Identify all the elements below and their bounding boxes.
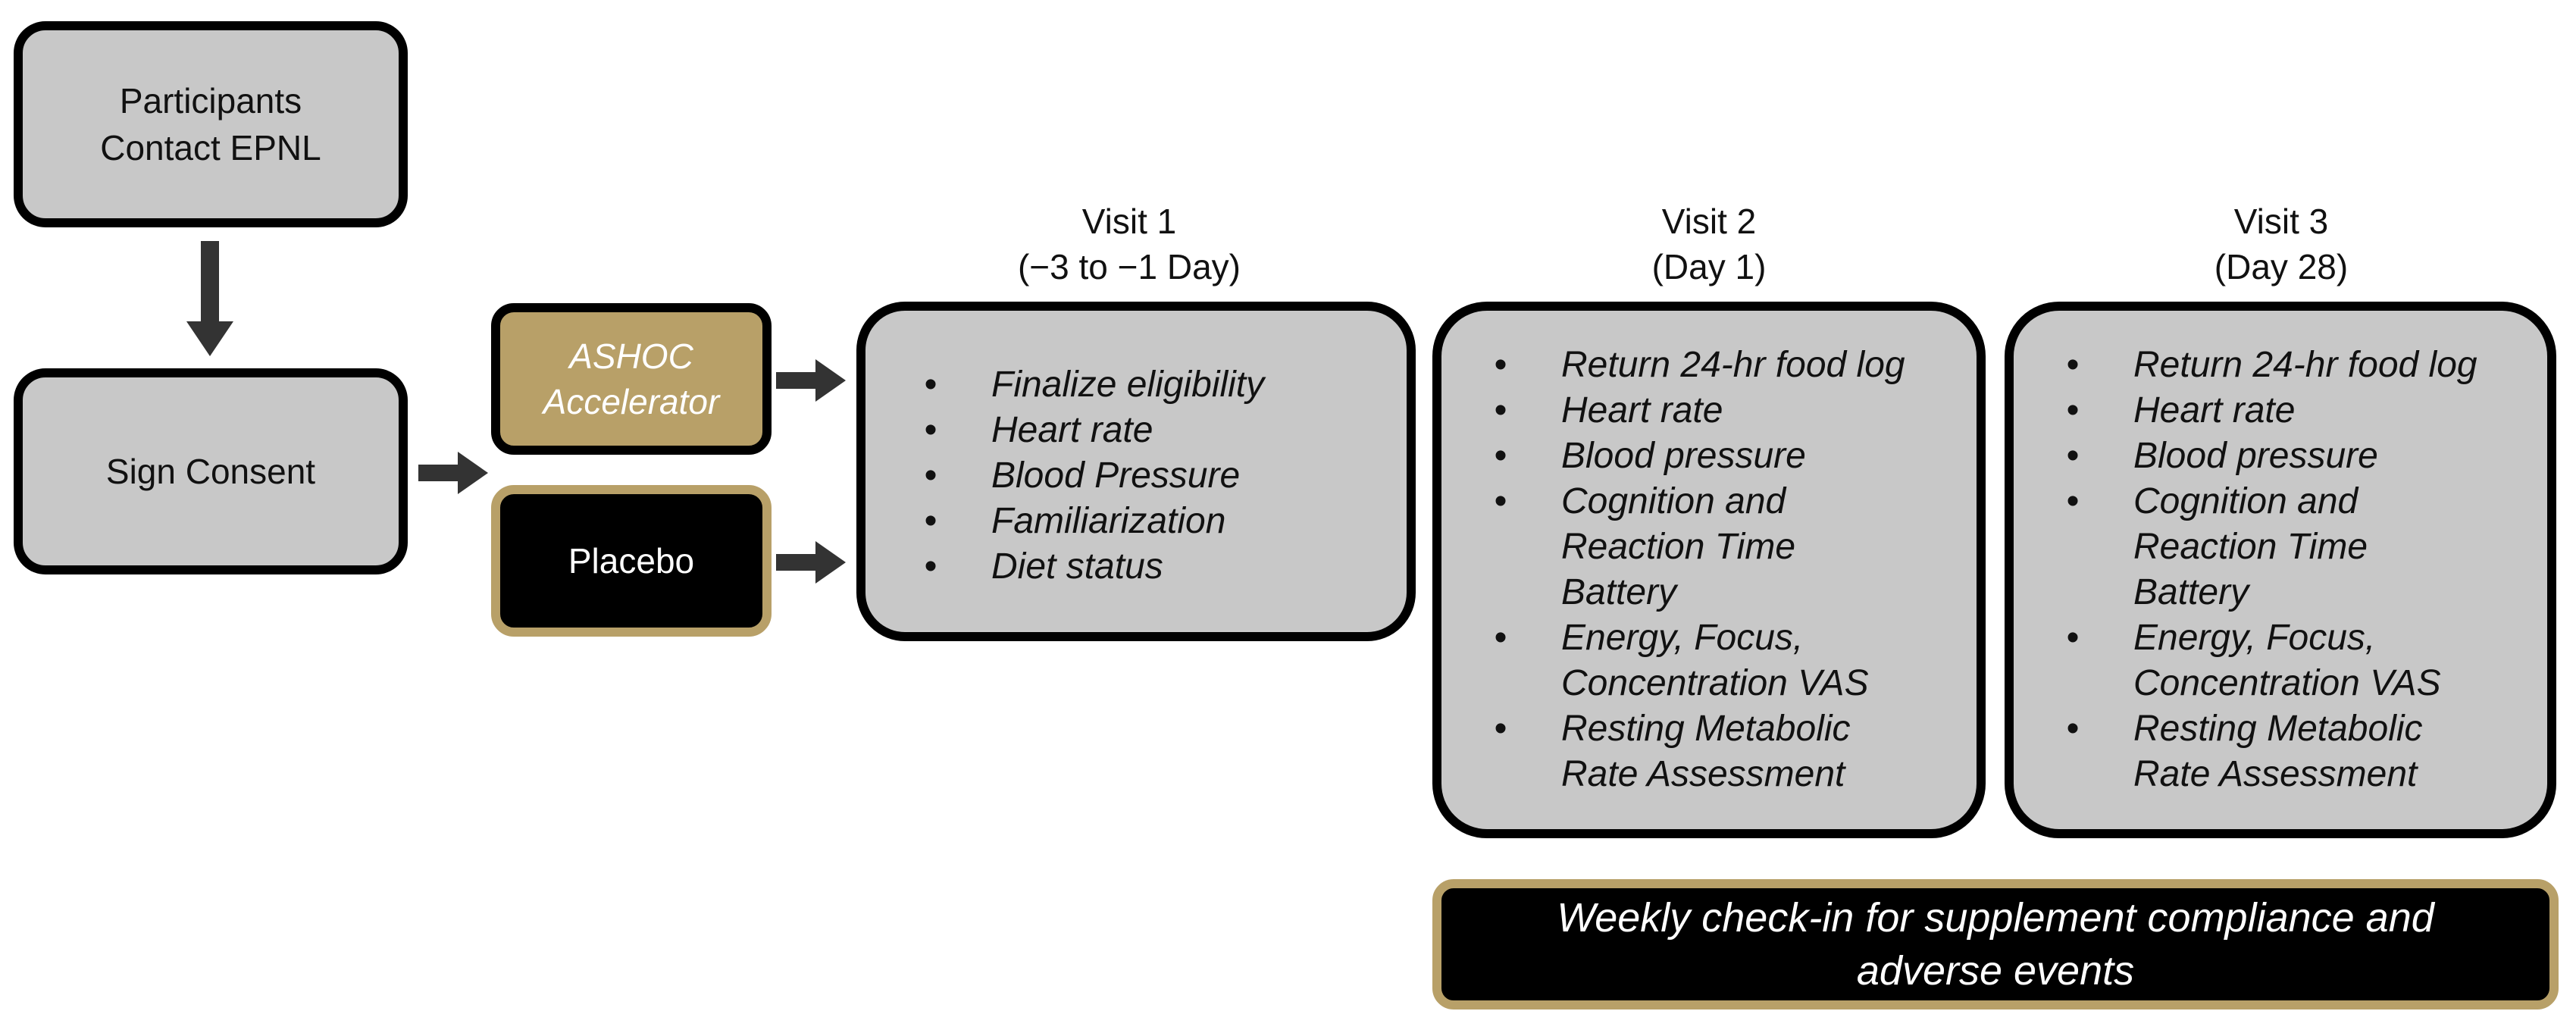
participants-line2: Contact EPNL bbox=[100, 128, 321, 167]
visit3-item: •Heart rate bbox=[2050, 388, 2477, 434]
bullet-icon: • bbox=[1494, 390, 1507, 430]
weekly-checkin-line2: adverse events bbox=[1856, 948, 2135, 994]
visit3-item: •Return 24-hr food log bbox=[2050, 343, 2477, 388]
sign-consent-box: Sign Consent bbox=[14, 368, 408, 574]
bullet-icon: • bbox=[1494, 481, 1507, 521]
arrow-placebo-to-visit1 bbox=[776, 541, 846, 584]
arrow-ashoc-to-visit1 bbox=[776, 359, 846, 402]
visit1-title-line2: (−3 to −1 Day) bbox=[1017, 247, 1241, 286]
bullet-icon: • bbox=[1494, 436, 1507, 476]
bullet-icon: • bbox=[924, 455, 937, 496]
bullet-icon: • bbox=[2066, 481, 2080, 521]
visit3-title-line1: Visit 3 bbox=[2233, 202, 2329, 241]
visit1-title-line1: Visit 1 bbox=[1081, 202, 1177, 241]
visit1-box: •Finalize eligibility •Heart rate •Blood… bbox=[856, 302, 1416, 641]
visit1-item: •Finalize eligibility bbox=[908, 362, 1265, 408]
visit3-item: •Blood pressure bbox=[2050, 434, 2477, 479]
bullet-icon: • bbox=[2066, 618, 2080, 658]
visit2-title-line1: Visit 2 bbox=[1661, 202, 1757, 241]
arrow-down bbox=[186, 241, 233, 356]
visit3-item: •Energy, Focus,Concentration VAS bbox=[2050, 615, 2477, 706]
weekly-checkin-line1: Weekly check-in for supplement complianc… bbox=[1557, 895, 2434, 941]
placebo-label: Placebo bbox=[568, 541, 695, 581]
bullet-icon: • bbox=[924, 501, 937, 541]
visit2-title-line2: (Day 1) bbox=[1651, 247, 1767, 286]
visit3-title-line2: (Day 28) bbox=[2214, 247, 2349, 286]
weekly-checkin-banner: Weekly check-in for supplement complianc… bbox=[1432, 879, 2559, 1010]
bullet-icon: • bbox=[1494, 618, 1507, 658]
visit2-box: •Return 24-hr food log •Heart rate •Bloo… bbox=[1432, 302, 1986, 838]
bullet-icon: • bbox=[924, 365, 937, 405]
bullet-icon: • bbox=[2066, 709, 2080, 749]
bullet-icon: • bbox=[1494, 709, 1507, 749]
visit2-title: Visit 2 (Day 1) bbox=[1432, 199, 1986, 290]
visit2-list: •Return 24-hr food log •Heart rate •Bloo… bbox=[1478, 343, 1905, 797]
bullet-icon: • bbox=[1494, 345, 1507, 385]
visit3-title: Visit 3 (Day 28) bbox=[2005, 199, 2558, 290]
bullet-icon: • bbox=[924, 410, 937, 450]
visit1-item: •Familiarization bbox=[908, 499, 1264, 544]
bullet-icon: • bbox=[2066, 436, 2080, 476]
visit1-item: •Diet status bbox=[908, 544, 1264, 590]
participants-contact-box: Participants Contact EPNL bbox=[14, 21, 408, 227]
participants-line1: Participants bbox=[119, 81, 302, 121]
visit1-title: Visit 1 (−3 to −1 Day) bbox=[856, 199, 1402, 290]
bullet-icon: • bbox=[924, 546, 937, 587]
ashoc-line2: Accelerator bbox=[543, 382, 720, 421]
sign-consent-label: Sign Consent bbox=[105, 452, 316, 491]
visit2-item: •Energy, Focus,Concentration VAS bbox=[1478, 615, 1905, 706]
placebo-box: Placebo bbox=[491, 485, 772, 637]
visit2-item: •Return 24-hr food log bbox=[1478, 343, 1905, 388]
bullet-icon: • bbox=[2066, 390, 2080, 430]
visit3-list: •Return 24-hr food log •Heart rate •Bloo… bbox=[2050, 343, 2477, 797]
ashoc-accelerator-box: ASHOC Accelerator bbox=[491, 303, 772, 455]
arrow-consent-to-groups bbox=[418, 452, 488, 494]
visit1-list: •Finalize eligibility •Heart rate •Blood… bbox=[908, 362, 1265, 590]
bullet-icon: • bbox=[2066, 345, 2080, 385]
ashoc-line1: ASHOC bbox=[569, 337, 693, 376]
visit1-item: •Heart rate bbox=[908, 408, 1264, 453]
visit2-item: •Blood pressure bbox=[1478, 434, 1905, 479]
visit3-box: •Return 24-hr food log •Heart rate •Bloo… bbox=[2005, 302, 2556, 838]
visit2-item: •Heart rate bbox=[1478, 388, 1905, 434]
visit1-item: •Blood Pressure bbox=[908, 453, 1264, 499]
